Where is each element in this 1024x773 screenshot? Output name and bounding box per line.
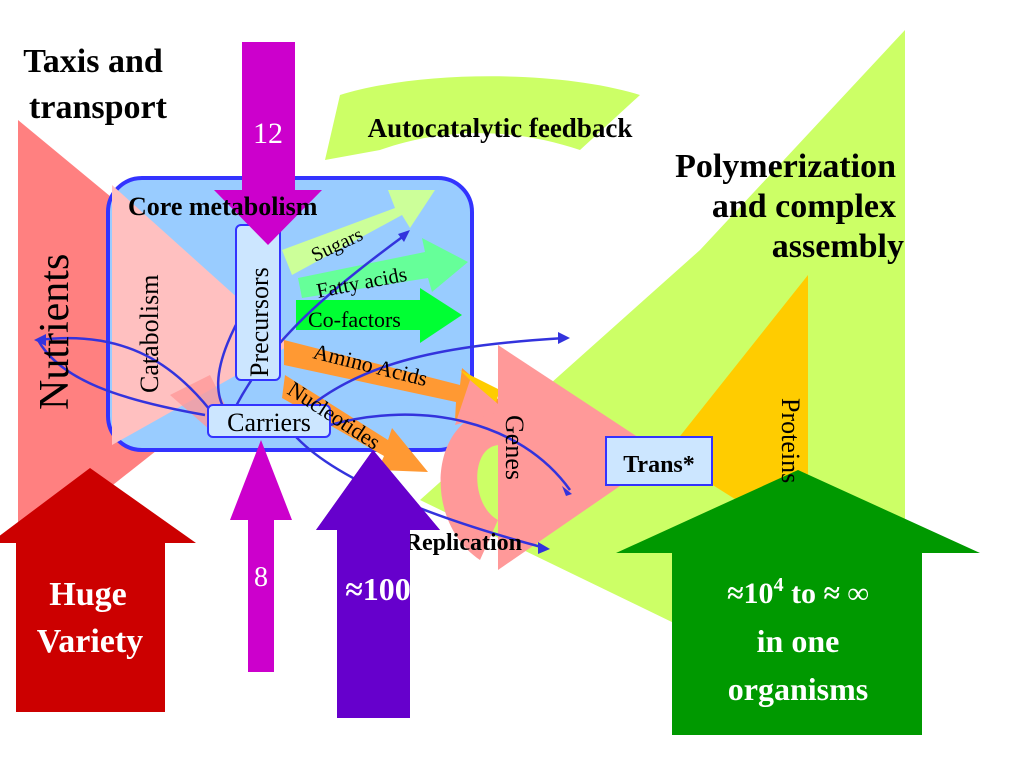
poly-line1: Polymerization: [675, 148, 896, 185]
arrowhead-replication: [538, 542, 550, 554]
co-factors-label: Co-factors: [308, 307, 401, 332]
catabolism-label: Catabolism: [135, 275, 164, 393]
organisms-arrow: [616, 470, 980, 735]
arrow-12: [214, 42, 322, 245]
amino-acids-arrow: [284, 340, 505, 420]
precursors-label: Precursors: [245, 267, 274, 377]
genes-triangle: [498, 345, 665, 570]
proteins-label: Proteins: [776, 398, 805, 483]
taxis-line2: transport: [29, 89, 168, 126]
replication-curve: [440, 410, 500, 560]
trans-box: [605, 436, 713, 486]
green-label-line3: organisms: [728, 671, 868, 707]
flow-line-amino: [299, 336, 566, 416]
green-suffix: to ≈ ∞: [784, 577, 869, 610]
arrowhead-sugars: [398, 230, 410, 242]
green-label-line1: ≈104 to ≈ ∞: [727, 574, 869, 610]
flow-line-genes: [329, 413, 572, 491]
flow-line-sugars: [233, 233, 406, 409]
catabolism-triangle: [112, 185, 290, 445]
replication-arrow-head: [455, 380, 505, 425]
green-label-line2: in one: [757, 623, 840, 659]
nutrients-label: Nutrients: [32, 254, 78, 410]
autocatalytic-arrow: [325, 76, 640, 160]
huge-label-line1: Huge: [49, 576, 126, 613]
fatty-acids-arrow: [298, 238, 468, 298]
co-factors-arrow: [296, 288, 462, 343]
huge-label-line2: Variety: [37, 623, 143, 660]
carriers-label: Carriers: [227, 408, 311, 437]
flow-line-catabolism: [36, 339, 206, 417]
trans-label: Trans*: [623, 452, 695, 478]
arrowhead-amino: [558, 332, 570, 344]
core-metabolism-label: Core metabolism: [128, 192, 318, 221]
gold-arrow-head: [460, 370, 500, 405]
green-prefix: ≈10: [727, 577, 773, 610]
poly-line3: assembly: [772, 228, 904, 265]
sugars-arrow: [282, 190, 435, 275]
arrow-100-overlay: [316, 450, 440, 718]
flow-lines: [36, 233, 572, 550]
flow-line-nutrients: [37, 336, 211, 411]
count-12-label: 12: [253, 117, 283, 150]
count-8-label: 8: [254, 562, 268, 593]
count-100-label-overlay: ≈100: [345, 571, 411, 607]
arrow-8: [230, 440, 292, 672]
carriers-box: [207, 404, 331, 438]
replication-label: Replication: [405, 530, 522, 556]
huge-variety-arrow: [0, 468, 196, 712]
arrowhead-nutrients: [34, 334, 46, 346]
genes-label: Genes: [500, 415, 529, 480]
arrowhead-genes: [562, 486, 572, 496]
autocatalytic-label: Autocatalytic feedback: [368, 113, 633, 143]
poly-line2: and complex: [712, 188, 896, 225]
taxis-line1: Taxis and: [23, 43, 163, 80]
green-sup: 4: [774, 574, 784, 596]
